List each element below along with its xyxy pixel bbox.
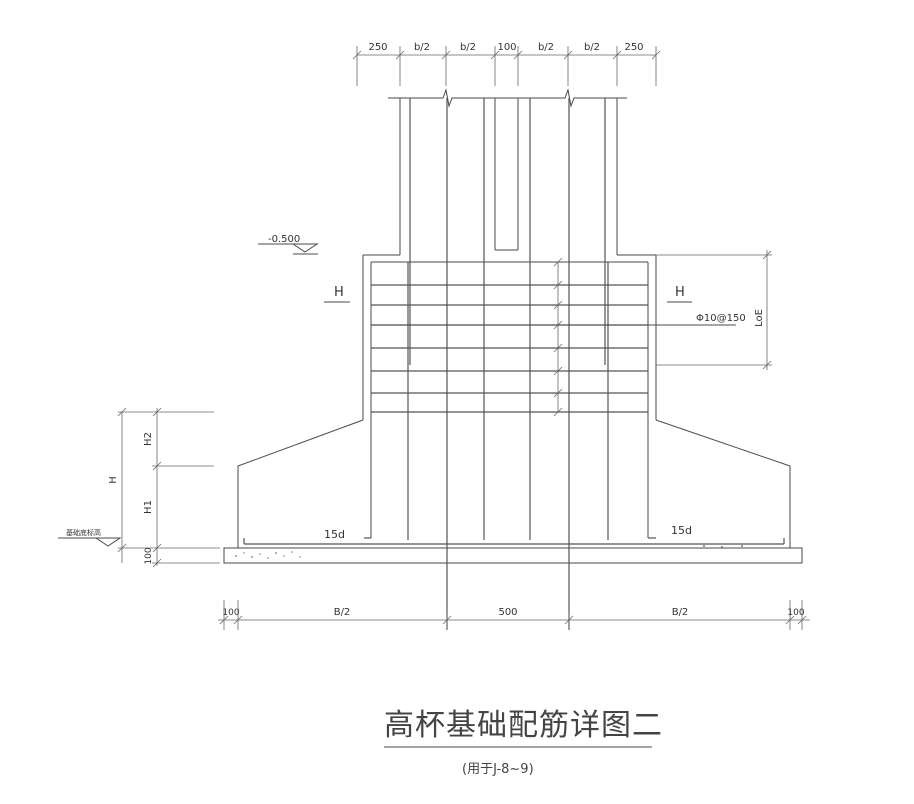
top-dim-2: b/2: [414, 42, 430, 53]
dim-tick: [785, 615, 795, 625]
dim-tick: [233, 615, 243, 625]
elevation-marker: -0.500: [258, 234, 319, 255]
dim-tick: [219, 615, 229, 625]
dim-tick: [442, 615, 452, 625]
height-label-h2: H2: [143, 432, 154, 446]
cup-outline: [362, 98, 657, 538]
bottom-dim-1: 100: [222, 608, 239, 618]
dim-tick: [651, 50, 661, 60]
ground-label: 基础底标高: [66, 528, 101, 537]
top-dimension-chain: 250 b/2 b/2 100 b/2 b/2 250: [352, 42, 661, 86]
anchor-length-dim: LoE: [656, 250, 772, 370]
top-dim-3: b/2: [460, 42, 476, 53]
drawing-subtitle: (用于J-8~9): [462, 762, 534, 777]
spacing-tick: [553, 280, 563, 290]
bottom-dimension-chain: 100 B/2 500 B/2 100: [218, 600, 810, 630]
dim-tick: [352, 50, 362, 60]
spacing-tick: [553, 407, 563, 417]
anchor-label: LoE: [754, 309, 765, 327]
dim-tick: [564, 615, 574, 625]
vertical-rebars: [407, 98, 609, 630]
drawing-title-block: 高杯基础配筋详图二 (用于J-8~9): [384, 708, 663, 777]
spacing-tick: [553, 366, 563, 376]
height-label-h1: H1: [143, 500, 154, 514]
stirrup-spacing-marks: [553, 257, 563, 417]
rebar-note: Φ10@150: [696, 313, 746, 324]
section-mark-right: H: [667, 285, 692, 303]
dim-tick: [563, 50, 573, 60]
hook-label-right: 15d: [671, 524, 692, 537]
top-dim-5: b/2: [538, 42, 554, 53]
bottom-dim-4: B/2: [672, 607, 689, 618]
height-label-pad: 100: [144, 547, 154, 564]
section-label-left: H: [334, 285, 344, 300]
top-dim-1: 250: [368, 42, 387, 53]
spacing-tick: [553, 257, 563, 267]
dim-tick: [797, 615, 807, 625]
footing-body: [223, 419, 803, 564]
section-label-right: H: [675, 285, 685, 300]
height-label-h: H: [108, 476, 119, 484]
dim-tick: [490, 50, 500, 60]
bottom-dim-3: 500: [498, 607, 517, 618]
rebar-callout: Φ10@150: [371, 313, 746, 326]
bottom-dim-2: B/2: [334, 607, 351, 618]
column-break-line: [388, 88, 627, 108]
spacing-tick: [553, 300, 563, 310]
dim-tick: [441, 50, 451, 60]
drawing-title: 高杯基础配筋详图二: [384, 708, 663, 743]
elevation-label: -0.500: [268, 234, 300, 245]
horizontal-stirrups: [371, 284, 648, 413]
hook-label-left: 15d: [324, 528, 345, 541]
section-mark-left: H: [324, 285, 350, 303]
top-dim-7: 250: [624, 42, 643, 53]
base-elevation-marker: 基础底标高: [58, 528, 122, 547]
dim-tick: [612, 50, 622, 60]
dim-tick: [513, 50, 523, 60]
height-dimension-chain: H H2 H1 100: [108, 407, 220, 568]
bottom-dim-5: 100: [787, 608, 804, 618]
top-dim-6: b/2: [584, 42, 600, 53]
top-dim-4: 100: [497, 42, 516, 53]
spacing-tick: [553, 343, 563, 353]
dim-tick: [395, 50, 405, 60]
spacing-tick: [553, 388, 563, 398]
